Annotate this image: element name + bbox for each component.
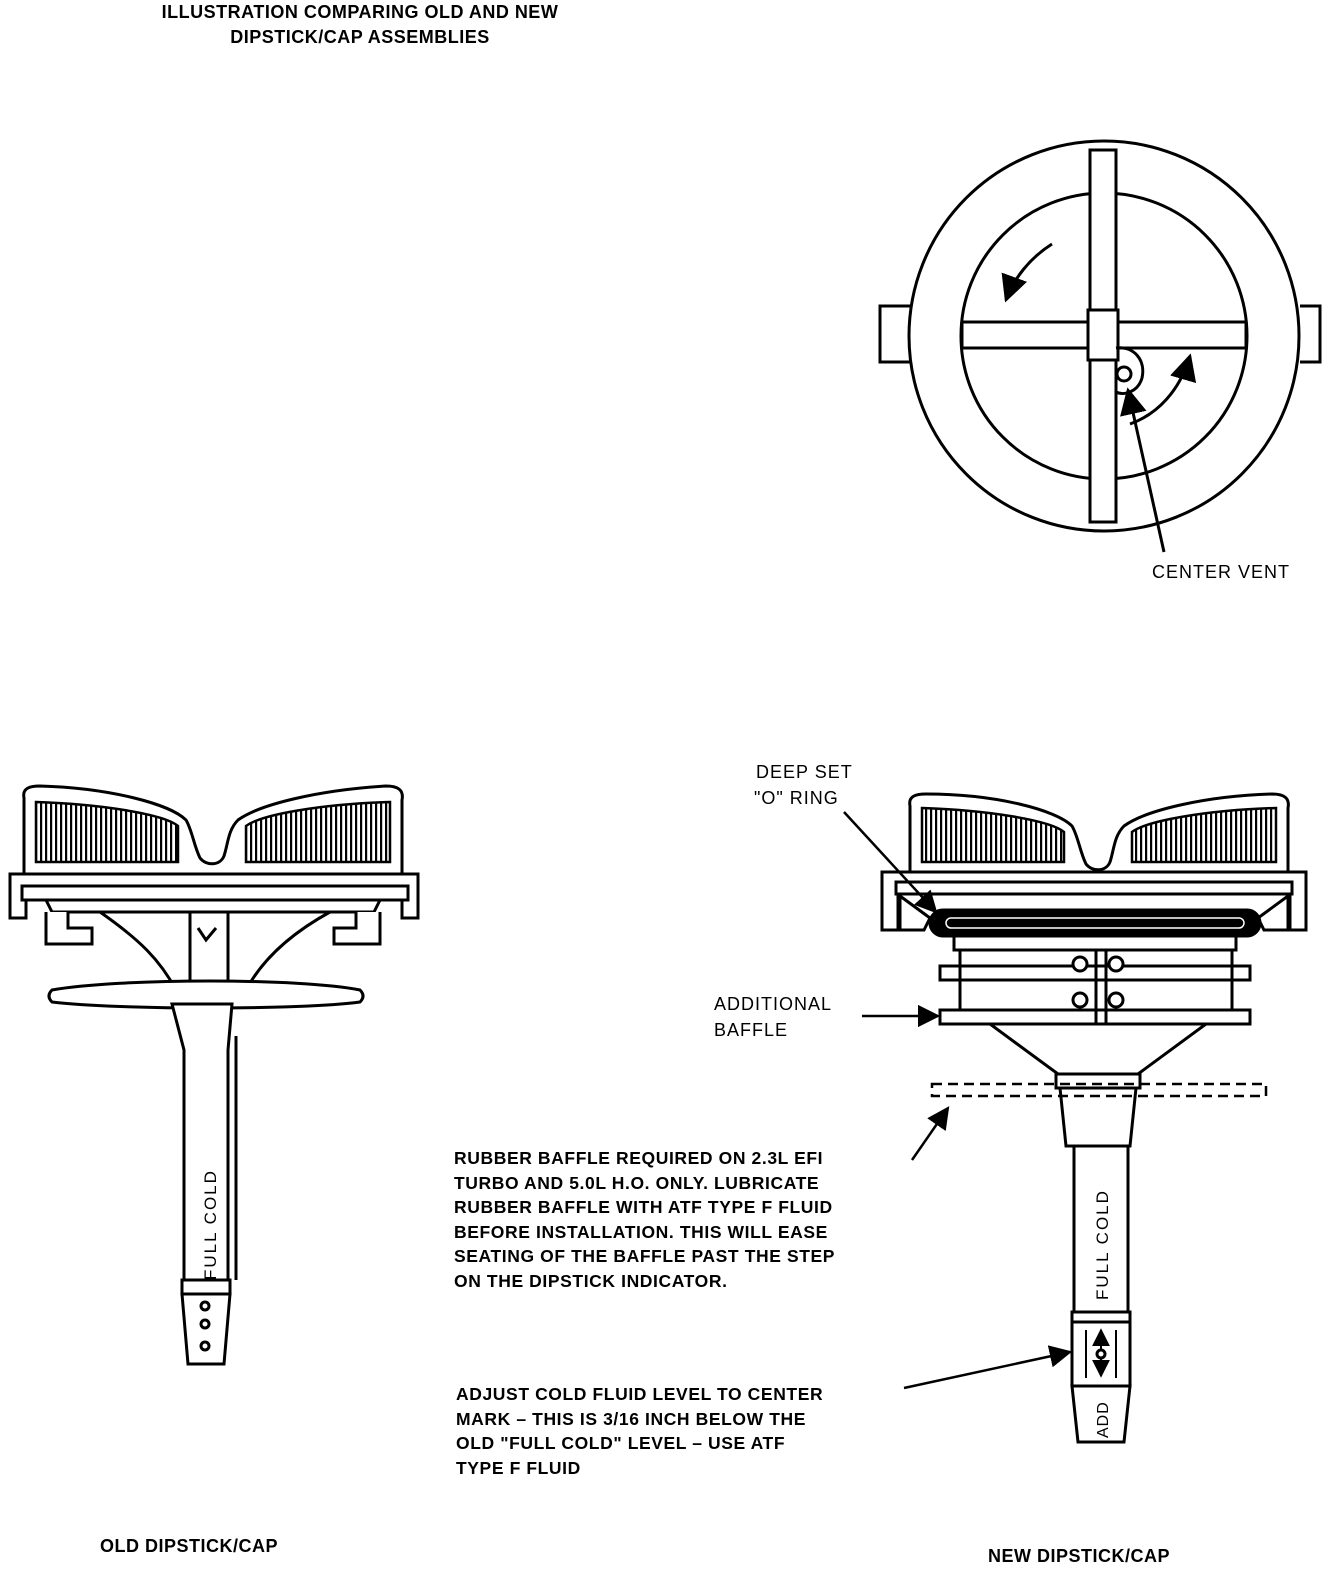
new-handle-grip-left [920, 806, 1066, 864]
top-view-cap [878, 139, 1322, 553]
new-stem-taper [1058, 1086, 1138, 1148]
note-line: RUBBER BAFFLE WITH ATF TYPE F FLUID [454, 1197, 833, 1217]
new-dipstick-cap [880, 792, 1308, 1444]
o-ring-label-line-1: DEEP SET [756, 762, 853, 782]
old-stem-collar [180, 1278, 232, 1296]
rubber-baffle-leader [910, 1106, 950, 1161]
old-struts [95, 910, 331, 992]
note-line: SEATING OF THE BAFFLE PAST THE STEP [454, 1246, 836, 1266]
new-upper-collar [952, 934, 1238, 952]
rubber-baffle-note: RUBBER BAFFLE REQUIRED ON 2.3L EFI TURBO… [454, 1146, 835, 1293]
old-dipstick-cap [8, 784, 420, 1366]
new-o-ring-highlight [945, 917, 1245, 929]
new-stem [1072, 1144, 1130, 1314]
adjust-level-note: ADJUST COLD FLUID LEVEL TO CENTER MARK –… [456, 1382, 823, 1480]
new-level-window-edges [1085, 1330, 1117, 1378]
note-line: BEFORE INSTALLATION. THIS WILL EASE [454, 1221, 828, 1242]
note-line: OLD "FULL COLD" LEVEL – USE ATF [456, 1433, 786, 1453]
center-vent-label: CENTER VENT [1152, 562, 1291, 582]
outer-ring [907, 139, 1301, 533]
note-line: ADJUST COLD FLUID LEVEL TO CENTER [456, 1384, 824, 1404]
old-handle-grip-right [244, 800, 392, 864]
rotation-arrow-upper [1001, 242, 1053, 303]
note-line: TURBO AND 5.0L H.O. ONLY. LUBRICATE [454, 1172, 820, 1193]
old-center-notch [196, 927, 218, 943]
note-line: RUBBER BAFFLE REQUIRED ON 2.3L EFI [454, 1148, 824, 1168]
cross-bars [960, 148, 1248, 524]
rubber-baffle-dashed [930, 1082, 1268, 1098]
rotation-arrow-lower [1129, 353, 1197, 426]
new-rivet [1107, 991, 1125, 1009]
diagram-title: ILLUSTRATION COMPARING OLD AND NEW DIPST… [100, 0, 620, 50]
baffle-label-line-1: ADDITIONAL [714, 994, 833, 1014]
old-flange-plate [20, 884, 410, 902]
old-clip-left [44, 912, 94, 946]
center-vent-leader [1120, 387, 1166, 553]
title-line-2: DIPSTICK/CAP ASSEMBLIES [230, 27, 490, 47]
old-clip-right [332, 912, 382, 946]
old-dipstick-caption: OLD DIPSTICK/CAP [100, 1536, 279, 1556]
new-clip-right [1256, 893, 1290, 932]
o-ring-label-line-2: "O" RING [754, 788, 839, 808]
new-center-mark [1095, 1348, 1107, 1360]
title-line-1: ILLUSTRATION COMPARING OLD AND NEW [161, 2, 559, 22]
new-rivet [1071, 991, 1089, 1009]
note-line: TYPE F FLUID [456, 1457, 581, 1478]
new-handle-grip-right [1130, 806, 1278, 864]
right-tab [1300, 304, 1322, 364]
new-step-collar [1054, 1072, 1142, 1090]
new-rivet [1107, 955, 1125, 973]
old-baffle-disc [47, 979, 365, 1010]
new-full-cold-label: FULL COLD [1093, 1189, 1112, 1300]
old-handle-grip-left [34, 800, 180, 864]
note-line: MARK – THIS IS 3/16 INCH BELOW THE [456, 1408, 807, 1429]
baffle-label-line-2: BAFFLE [714, 1020, 789, 1040]
new-dipstick-caption: NEW DIPSTICK/CAP [988, 1546, 1171, 1566]
old-level-dot [199, 1318, 211, 1330]
new-stem-tip [1070, 1384, 1132, 1444]
old-level-dot [199, 1300, 211, 1312]
level-adjust-leader [903, 1345, 1073, 1390]
old-seal-ring [43, 898, 383, 914]
old-level-dot [199, 1340, 211, 1352]
callout-leaders [843, 811, 1073, 1390]
new-cone [985, 1022, 1211, 1076]
old-full-cold-label: FULL COLD [201, 1169, 220, 1280]
note-line: ON THE DIPSTICK INDICATOR. [454, 1270, 728, 1291]
o-ring-leader [843, 811, 938, 914]
new-add-label: ADD [1095, 1401, 1112, 1438]
new-rivet [1071, 955, 1089, 973]
left-tab [878, 304, 912, 364]
new-flange-plate [894, 880, 1294, 896]
center-vent-hole [1115, 365, 1133, 383]
